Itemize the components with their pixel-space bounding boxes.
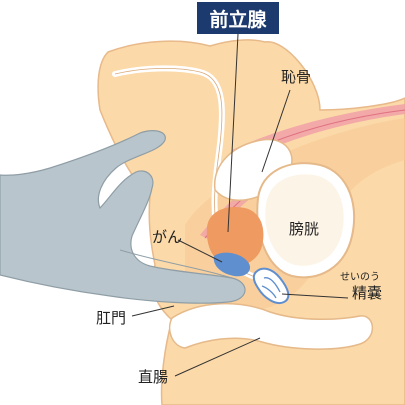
seminal-vesicle-reading-label: せいのう	[340, 272, 380, 283]
prostate-title-label: 前立腺	[197, 2, 279, 34]
pubic-bone-label: 恥骨	[281, 68, 312, 86]
rectum	[168, 302, 374, 350]
cancer-label: がん	[152, 228, 183, 246]
bladder-label: 膀胱	[289, 220, 320, 238]
leader-lines	[131, 33, 349, 377]
bladder-inner	[265, 174, 344, 266]
prostate	[206, 206, 264, 266]
rectum-label: 直腸	[138, 368, 169, 386]
anus-label: 肛門	[96, 309, 127, 327]
seminal-vesicle-inner	[261, 277, 281, 299]
cancer-region	[213, 252, 251, 277]
glove-finger-crease	[119, 249, 233, 279]
seminal-vesicle	[252, 267, 290, 304]
glove-hand	[0, 130, 246, 304]
seminal-vesicle-label: 精嚢	[352, 284, 383, 302]
muscle-band-upper	[232, 104, 405, 162]
